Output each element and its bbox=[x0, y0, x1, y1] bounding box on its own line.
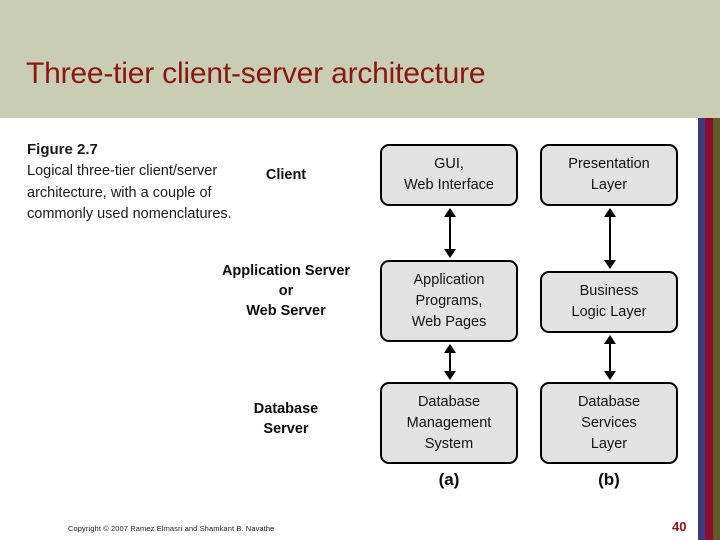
node-box-database-services-layer: Database Services Layer bbox=[540, 382, 678, 464]
stripe-olive bbox=[713, 118, 720, 540]
double-arrow-icon bbox=[604, 335, 616, 380]
double-arrow-icon bbox=[444, 208, 456, 258]
slide-header-band: Three-tier client-server architecture bbox=[0, 0, 720, 118]
arrow-head-down-icon bbox=[604, 260, 616, 269]
diagram-column-a: GUI, Web Interface Application Programs,… bbox=[380, 118, 520, 540]
node-box-gui-web-interface: GUI, Web Interface bbox=[380, 144, 518, 206]
arrow-shaft bbox=[449, 351, 451, 373]
arrow-head-up-icon bbox=[444, 344, 456, 353]
sub-caption-a: (a) bbox=[438, 470, 460, 489]
footer-page-number: 40 bbox=[672, 519, 687, 534]
stripe-indigo bbox=[698, 118, 705, 540]
arrow-head-down-icon bbox=[444, 371, 456, 380]
arrow-head-down-icon bbox=[444, 249, 456, 258]
figure-number: Figure 2.7 bbox=[27, 141, 98, 158]
double-arrow-icon bbox=[444, 344, 456, 380]
tier-label-column: Client Application Server or Web Server … bbox=[196, 118, 376, 540]
arrow-head-up-icon bbox=[444, 208, 456, 217]
arrow-shaft bbox=[449, 215, 451, 251]
tier-label-database-server: Database Server bbox=[253, 401, 319, 437]
page-title: Three-tier client-server architecture bbox=[26, 57, 486, 90]
stripe-maroon bbox=[705, 118, 713, 540]
tier-label-application-server: Application Server or Web Server bbox=[221, 263, 351, 319]
arrow-shaft bbox=[609, 215, 611, 262]
tier-label-client: Client bbox=[265, 167, 307, 183]
node-box-business-logic-layer: Business Logic Layer bbox=[540, 271, 678, 333]
figure-description: Logical three-tier client/server archite… bbox=[27, 163, 232, 222]
arrow-head-down-icon bbox=[604, 371, 616, 380]
slide-body: Figure 2.7 Logical three-tier client/ser… bbox=[0, 118, 698, 540]
node-box-presentation-layer: Presentation Layer bbox=[540, 144, 678, 206]
arrow-shaft bbox=[609, 342, 611, 373]
footer-copyright: Copyright © 2007 Ramez Elmasri and Shamk… bbox=[68, 524, 275, 533]
figure-caption: Figure 2.7 Logical three-tier client/ser… bbox=[27, 140, 242, 226]
arrow-head-up-icon bbox=[604, 335, 616, 344]
sub-caption-b: (b) bbox=[598, 470, 620, 489]
diagram-column-b: Presentation Layer Business Logic Layer … bbox=[540, 118, 680, 540]
node-box-database-management-system: Database Management System bbox=[380, 382, 518, 464]
edge-decoration-stripes bbox=[698, 118, 720, 540]
node-box-application-programs-web-pages: Application Programs, Web Pages bbox=[380, 260, 518, 342]
arrow-head-up-icon bbox=[604, 208, 616, 217]
double-arrow-icon bbox=[604, 208, 616, 269]
